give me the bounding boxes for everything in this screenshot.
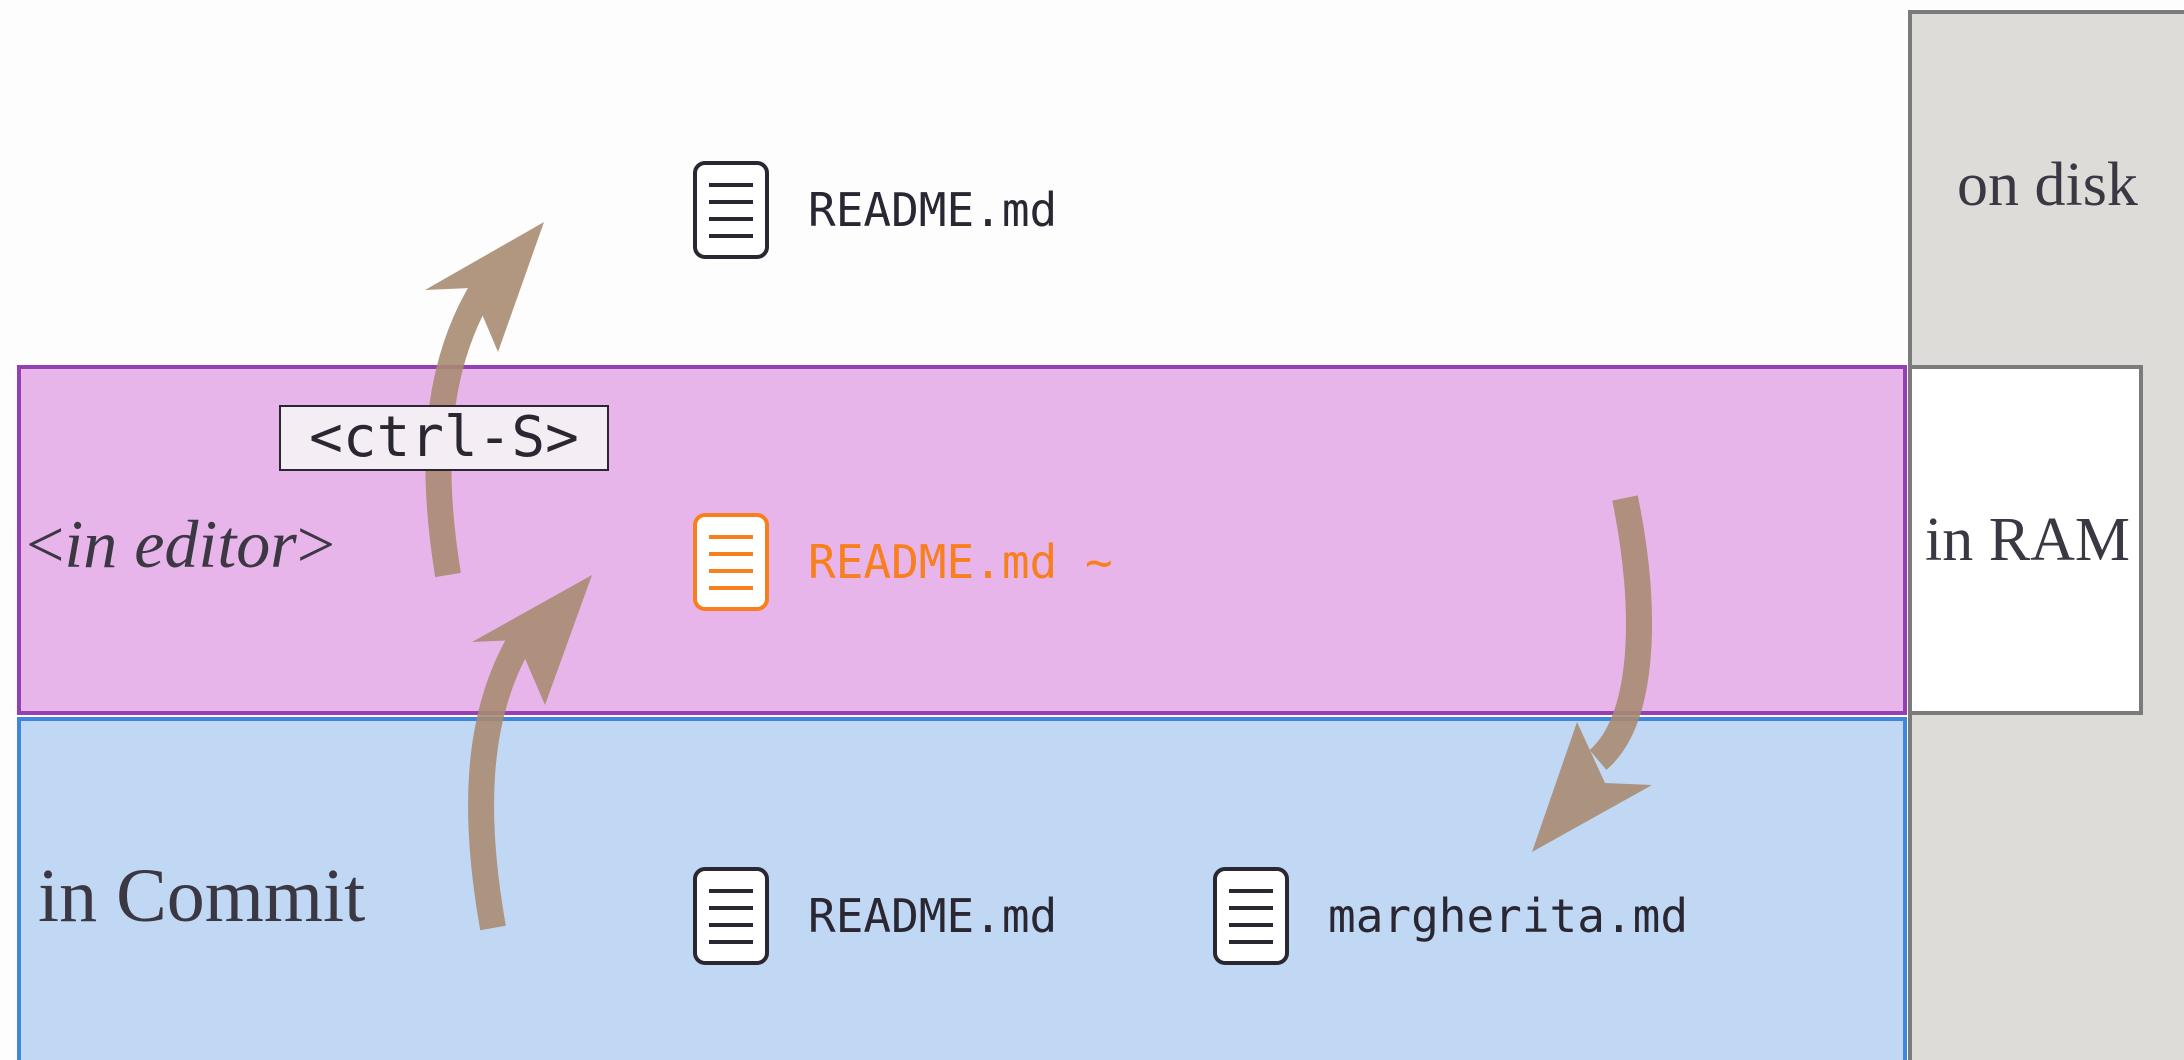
file-name: margherita.md — [1328, 889, 1689, 943]
in-editor-label-close: > — [296, 506, 336, 582]
in-editor-label-open: < — [26, 506, 65, 582]
on-disk-label: on disk — [1957, 151, 2138, 219]
document-icon — [1213, 867, 1289, 965]
commit-readme-file: README.md — [692, 866, 1057, 966]
editor-readme-file: README.md ~ — [692, 512, 1113, 612]
ram-box — [1908, 365, 2143, 715]
modified-document-icon — [693, 513, 769, 611]
in-editor-label: <in editor> — [26, 505, 335, 584]
document-icon — [693, 161, 769, 259]
disk-readme-file: README.md — [692, 160, 1057, 260]
document-icon — [693, 867, 769, 965]
in-ram-label: in RAM — [1925, 506, 2130, 574]
file-name: README.md ~ — [808, 535, 1113, 589]
file-name: README.md — [808, 183, 1058, 237]
in-commit-label: in Commit — [38, 854, 366, 938]
ctrl-s-shortcut-key: <ctrl-S> — [279, 405, 609, 471]
commit-margherita-file: margherita.md — [1212, 866, 1688, 966]
file-name: README.md — [808, 889, 1058, 943]
in-editor-label-text: in editor — [64, 506, 297, 582]
